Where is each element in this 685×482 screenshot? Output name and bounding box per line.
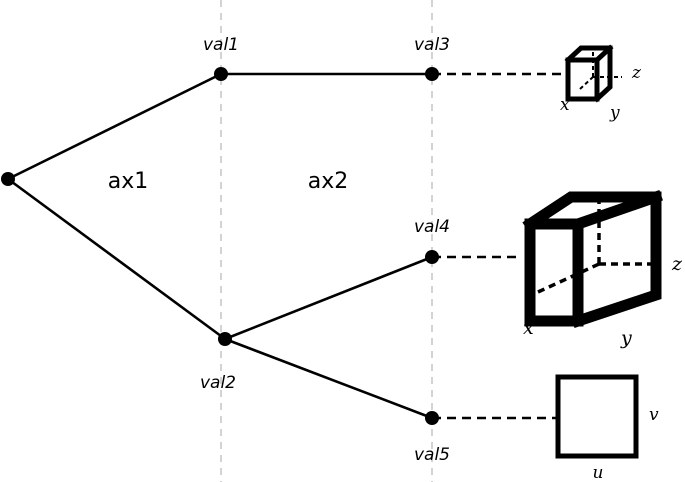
- node-val4: [425, 250, 439, 264]
- small-cube-icon: [564, 44, 622, 103]
- label-val2: val2: [200, 373, 236, 393]
- label-val4: val4: [414, 217, 450, 237]
- shape-connectors: [432, 72, 568, 420]
- large-cube-label-y: y: [620, 327, 632, 349]
- label-val1: val1: [203, 35, 239, 55]
- small-cube-label-x: x: [560, 95, 570, 115]
- square-label-u: u: [593, 463, 604, 482]
- node-val5: [425, 411, 439, 425]
- root-node: [1, 172, 15, 186]
- square-label-v: v: [649, 405, 659, 425]
- label-val3: val3: [414, 35, 450, 55]
- axis-label-ax2: ax2: [308, 169, 349, 194]
- square-icon: [555, 374, 639, 459]
- label-val5: val5: [414, 445, 450, 465]
- edge-val2-val5: [224, 337, 433, 420]
- large-cube-icon: [522, 190, 663, 328]
- axis-label-ax1: ax1: [108, 169, 149, 194]
- small-cube-label-y: y: [609, 103, 620, 123]
- tree-nodes: [1, 67, 439, 425]
- edge-root-val1: [7, 72, 222, 181]
- node-val2: [218, 332, 232, 346]
- large-cube-label-z: z: [671, 253, 683, 275]
- small-cube-label-z: z: [631, 63, 642, 83]
- node-val3: [425, 67, 439, 81]
- edge-val2-val4: [224, 255, 433, 341]
- edge-root-val2: [7, 177, 226, 341]
- node-val1: [214, 67, 228, 81]
- large-cube-label-x: x: [523, 317, 534, 339]
- tree-edges: [7, 72, 433, 420]
